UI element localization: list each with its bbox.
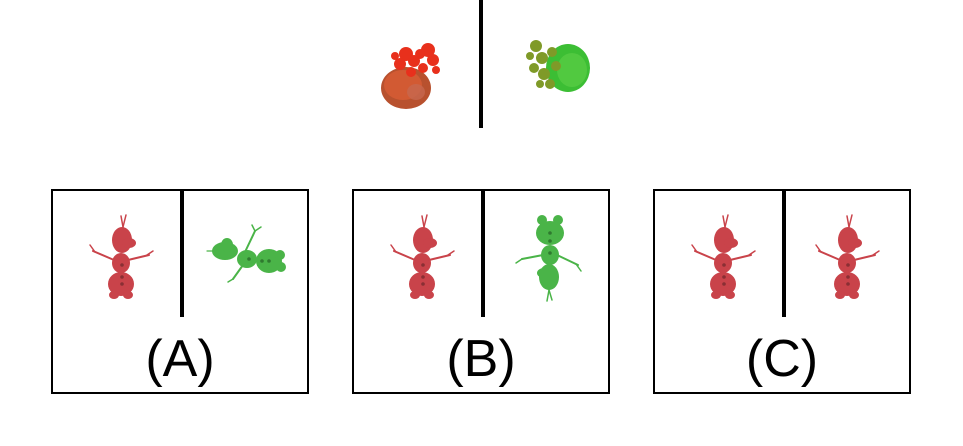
red-blob-shape-icon xyxy=(381,43,440,109)
option-label: (A) xyxy=(145,330,215,388)
option-b[interactable]: (B) xyxy=(352,189,610,394)
prompt-divider xyxy=(479,0,483,128)
green-snowman-rotated-icon xyxy=(206,224,286,283)
option-a[interactable]: (A) xyxy=(51,189,309,394)
green-blob-shape-icon xyxy=(526,40,590,92)
red-snowman-figure-icon xyxy=(89,214,154,299)
option-label: (B) xyxy=(446,330,516,388)
red-snowman-figure-icon xyxy=(691,214,756,299)
red-snowman-figure-icon xyxy=(815,214,880,299)
option-divider xyxy=(180,191,184,317)
option-label: (C) xyxy=(745,330,819,388)
option-divider xyxy=(481,191,485,317)
red-snowman-figure-icon xyxy=(390,214,455,299)
option-divider xyxy=(782,191,786,317)
option-c[interactable]: (C) xyxy=(653,189,911,394)
green-snowman-upside-down-icon xyxy=(515,215,582,302)
